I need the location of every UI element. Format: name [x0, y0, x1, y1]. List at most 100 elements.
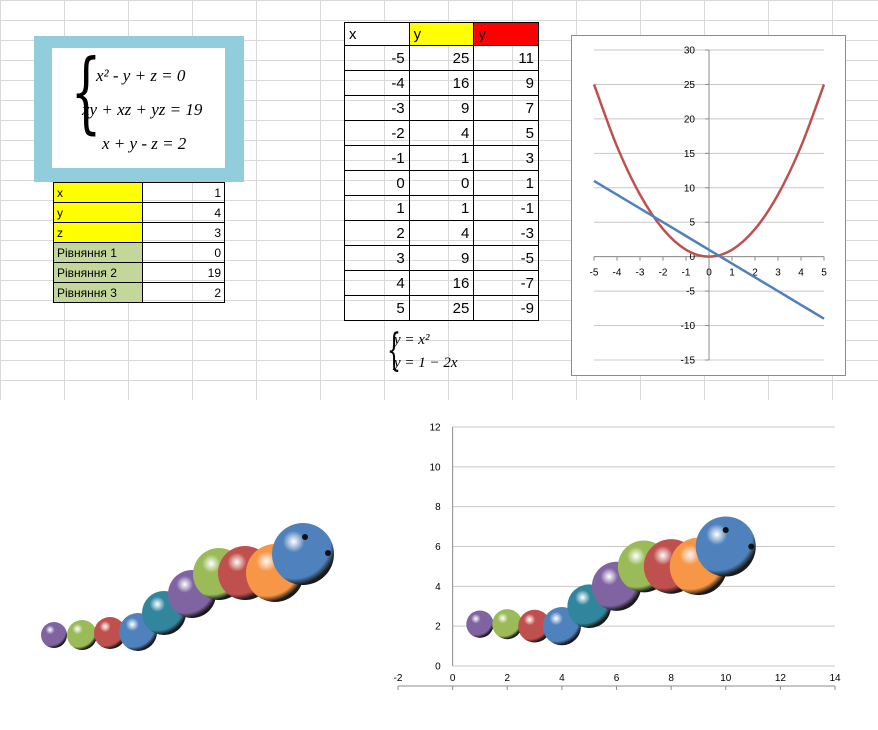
xy-header-cell[interactable]: y	[408, 22, 475, 46]
y-tick-label: 25	[684, 80, 696, 91]
system-formula: { y = x² y = 1 − 2x	[382, 325, 482, 378]
xy-cell[interactable]: 9	[408, 245, 475, 271]
decorative-sphere	[94, 617, 126, 649]
variable-value[interactable]: 3	[142, 222, 225, 243]
variable-value[interactable]: 0	[142, 242, 225, 263]
x-tick-label: 12	[775, 673, 787, 684]
xy-cell[interactable]: -5	[473, 245, 539, 271]
xy-cell[interactable]: 3	[344, 245, 410, 271]
equation-1: x² - y + z = 0	[96, 66, 186, 85]
left-brace: {	[70, 40, 102, 143]
xy-cell[interactable]: 1	[473, 170, 539, 196]
y-tick-label: 12	[430, 423, 442, 434]
y-tick-label: 0	[435, 662, 441, 673]
xy-cell[interactable]: 16	[408, 270, 475, 296]
variable-label[interactable]: Рівняння 2	[53, 262, 143, 283]
xy-cell[interactable]: 5	[344, 295, 410, 321]
series-line-2[interactable]	[593, 179, 825, 320]
xy-cell[interactable]: 1	[408, 195, 475, 221]
xy-cell[interactable]: -7	[473, 270, 539, 296]
bubble-point[interactable]	[466, 610, 494, 638]
formula-line-1: y = x²	[394, 332, 430, 348]
variable-label[interactable]: y	[53, 202, 143, 223]
xy-cell[interactable]: 9	[473, 70, 539, 96]
xy-cell[interactable]: -2	[344, 120, 410, 146]
xy-cell[interactable]: 1	[344, 195, 410, 221]
y-tick-label: 10	[684, 183, 696, 194]
bubble-point[interactable]	[695, 516, 756, 577]
eye-icon	[748, 543, 755, 550]
variable-label[interactable]: Рівняння 1	[53, 242, 143, 263]
xy-cell[interactable]: 0	[408, 170, 475, 196]
x-tick-label: 2	[504, 673, 510, 684]
variable-label[interactable]: Рівняння 3	[53, 282, 143, 303]
xy-cell[interactable]: 2	[344, 220, 410, 246]
xy-cell[interactable]: 16	[408, 70, 475, 96]
xy-cell[interactable]: -3	[473, 220, 539, 246]
x-tick-label: 4	[798, 268, 804, 279]
bubble-caterpillar-image[interactable]	[30, 510, 350, 660]
bubble-point[interactable]	[492, 609, 523, 640]
xy-cell[interactable]: 3	[473, 145, 539, 171]
y-tick-label: 10	[430, 462, 442, 473]
xy-cell[interactable]: 4	[408, 220, 475, 246]
xy-cell[interactable]: -4	[344, 70, 410, 96]
variable-value[interactable]: 4	[142, 202, 225, 223]
xy-cell[interactable]: 0	[344, 170, 410, 196]
xy-cell[interactable]: 9	[408, 95, 475, 121]
y-tick-label: 30	[684, 46, 696, 57]
x-tick-label: 0	[450, 673, 456, 684]
variable-value[interactable]: 2	[142, 282, 225, 303]
equation-system-frame[interactable]: { x² - y + z = 0 xy + xz + yz = 19 x + y…	[34, 36, 244, 182]
x-tick-label: -5	[590, 268, 599, 279]
x-tick-label: -2	[394, 673, 403, 684]
variable-label[interactable]: z	[53, 222, 143, 243]
xy-cell[interactable]: 4	[408, 120, 475, 146]
y-tick-label: 5	[689, 218, 695, 229]
xy-cell[interactable]: 25	[408, 45, 475, 71]
eye-icon	[302, 534, 308, 540]
x-tick-label: 6	[614, 673, 620, 684]
x-tick-label: -2	[659, 268, 668, 279]
x-tick-label: -4	[613, 268, 622, 279]
variable-value[interactable]: 1	[142, 182, 225, 203]
decorative-sphere	[272, 523, 334, 585]
xy-cell[interactable]: -5	[344, 45, 410, 71]
y-tick-label: 15	[684, 149, 696, 160]
xy-cell[interactable]: -9	[473, 295, 539, 321]
xy-cell[interactable]: -3	[344, 95, 410, 121]
decorative-sphere	[67, 620, 97, 650]
x-tick-label: 3	[775, 268, 781, 279]
x-tick-label: 14	[829, 673, 841, 684]
formula-line-2: y = 1 − 2x	[394, 355, 458, 371]
equation-2: xy + xz + yz = 19	[82, 100, 203, 119]
xy-cell[interactable]: 4	[344, 270, 410, 296]
xy-cell[interactable]: 1	[408, 145, 475, 171]
xy-header-cell[interactable]: y	[473, 22, 539, 46]
variable-value[interactable]: 19	[142, 262, 225, 283]
xy-cell[interactable]: 5	[473, 120, 539, 146]
xy-header-cell[interactable]: x	[344, 22, 410, 46]
series-line-1[interactable]	[592, 84, 826, 258]
xy-cell[interactable]: 11	[473, 45, 539, 71]
variable-label[interactable]: x	[53, 182, 143, 203]
xy-cell[interactable]: 7	[473, 95, 539, 121]
bubble-point[interactable]	[518, 609, 551, 643]
xy-cell[interactable]: -1	[344, 145, 410, 171]
xy-cell[interactable]: 25	[408, 295, 475, 321]
y-tick-label: -5	[686, 287, 695, 298]
xy-cell[interactable]: -1	[473, 195, 539, 221]
